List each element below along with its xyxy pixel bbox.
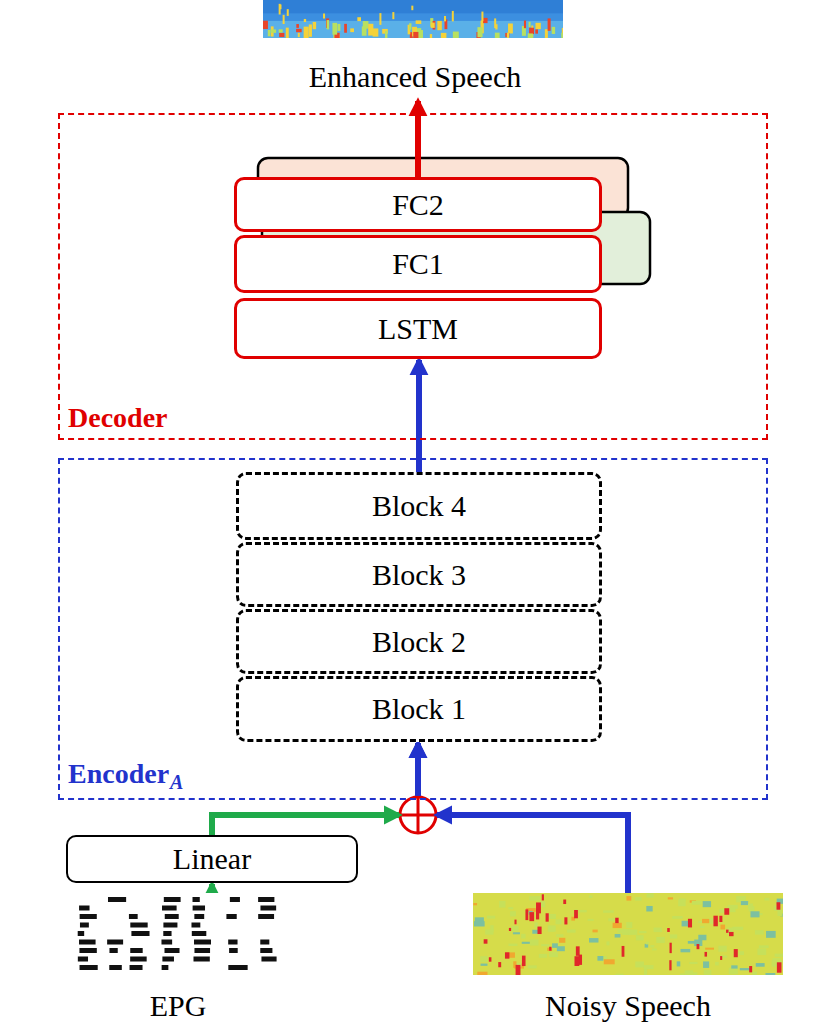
block-box: Block 3 — [236, 542, 602, 607]
encoder-region: EncoderA Block 4 Block 3 Block 2 Block 1 — [58, 458, 768, 800]
noisy-spectrogram: Noisy Speech — [473, 893, 783, 1029]
image-caption: Noisy Speech — [473, 989, 783, 1023]
arrow-connector — [212, 884, 213, 893]
box-label: Block 3 — [372, 558, 466, 592]
arrow-connector — [418, 743, 628, 893]
subscript: A — [170, 771, 183, 793]
box-label: Linear — [173, 842, 251, 876]
box-label: Block 2 — [372, 625, 466, 659]
region-title: EncoderA — [68, 758, 183, 794]
connector-line — [209, 884, 215, 893]
block-box: Block 4 — [236, 472, 602, 540]
block-box: Block 1 — [236, 676, 602, 742]
output-spectrogram: Enhanced Speech — [250, 0, 580, 100]
box-label: Block 1 — [372, 692, 466, 726]
connector-line — [212, 815, 399, 835]
arrow-connector — [212, 743, 418, 835]
region-title: Decoder — [68, 402, 168, 434]
decoder-region: Decoder FC2FC1LSTM — [58, 113, 768, 440]
image-caption: EPG — [66, 989, 290, 1023]
output-spectrogram — [263, 0, 563, 38]
linear-box: Linear — [66, 835, 358, 883]
box-label: Block 4 — [372, 489, 466, 523]
connector-line — [416, 360, 422, 472]
sum-symbol — [400, 797, 436, 833]
connector-line — [437, 815, 628, 893]
block-box: Block 2 — [236, 609, 602, 674]
layer-box: FC1 — [234, 235, 602, 293]
noisy-spectrogram — [473, 893, 783, 975]
box-label: FC1 — [392, 247, 444, 281]
image-caption: Enhanced Speech — [250, 60, 580, 94]
epg-image: EPG — [66, 893, 290, 1029]
region-label: Encoder — [68, 758, 169, 789]
arrow-connector — [419, 360, 420, 472]
connector-line — [415, 743, 421, 796]
layer-box: FC2 — [234, 177, 602, 232]
connector-line — [415, 743, 421, 796]
box-label: LSTM — [378, 312, 458, 346]
epg-image — [66, 893, 290, 975]
region-label: Decoder — [68, 402, 168, 433]
layer-box: LSTM — [234, 298, 602, 359]
box-label: FC2 — [392, 188, 444, 222]
